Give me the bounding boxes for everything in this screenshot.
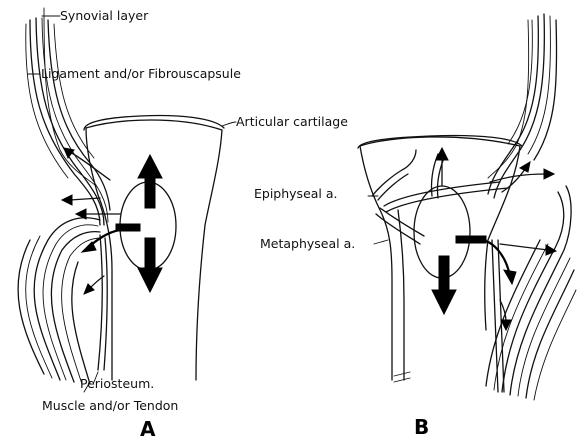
growth-arrows-a	[116, 155, 162, 292]
metaphyseal-artery-label: Metaphyseal a.	[260, 236, 355, 251]
periosteum-line-b	[492, 240, 498, 392]
muscle-tendon-label: Muscle and/or Tendon	[42, 398, 178, 413]
periosteum-label: Periosteum.	[80, 376, 154, 391]
vessel-arrows-b	[482, 162, 556, 330]
periosteum-line-a	[98, 235, 102, 370]
panel-a: Synovial layer Ligament and/or Fibrousca…	[18, 8, 348, 441]
epiphyseal-vessels	[372, 150, 508, 244]
panel-b-letter: B	[414, 415, 429, 439]
ligament-label: Ligament and/or Fibrouscapsule	[41, 66, 241, 81]
panel-a-letter: A	[140, 417, 156, 441]
articular-cartilage-label: Articular cartilage	[236, 114, 348, 129]
articular-cartilage-a	[84, 116, 224, 131]
synovial-layer-label: Synovial layer	[60, 8, 149, 23]
muscle-fibres-a	[18, 218, 102, 384]
epiphyseal-artery-label: Epiphyseal a.	[254, 186, 338, 201]
growth-arrows-b	[432, 148, 486, 314]
panel-b: Epiphyseal a. Metaphyseal a. B	[254, 14, 576, 439]
